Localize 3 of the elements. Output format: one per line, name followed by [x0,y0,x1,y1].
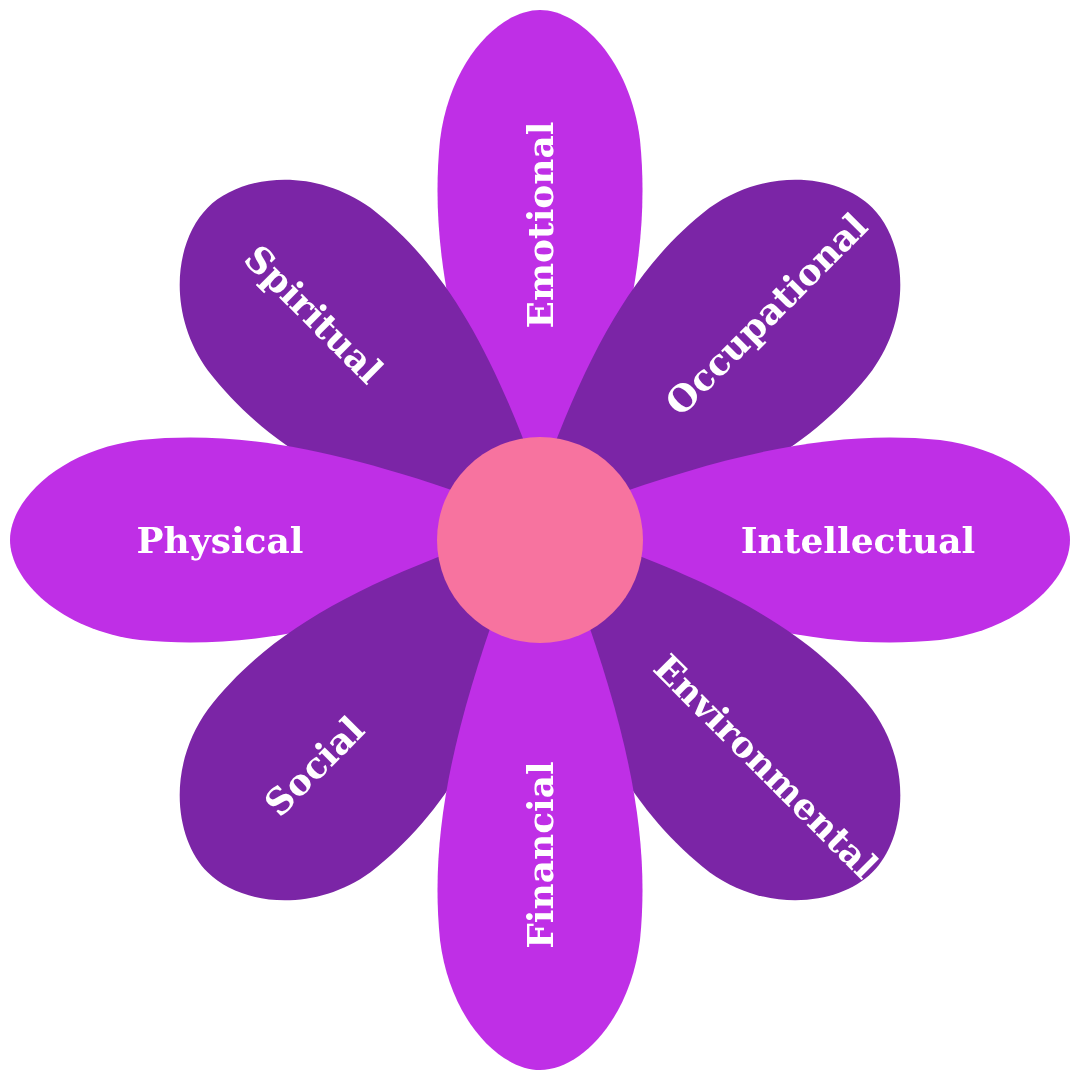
petal-label: Emotional [522,121,558,329]
petal-label: Intellectual [740,522,976,558]
petal-label: Financial [522,761,558,949]
